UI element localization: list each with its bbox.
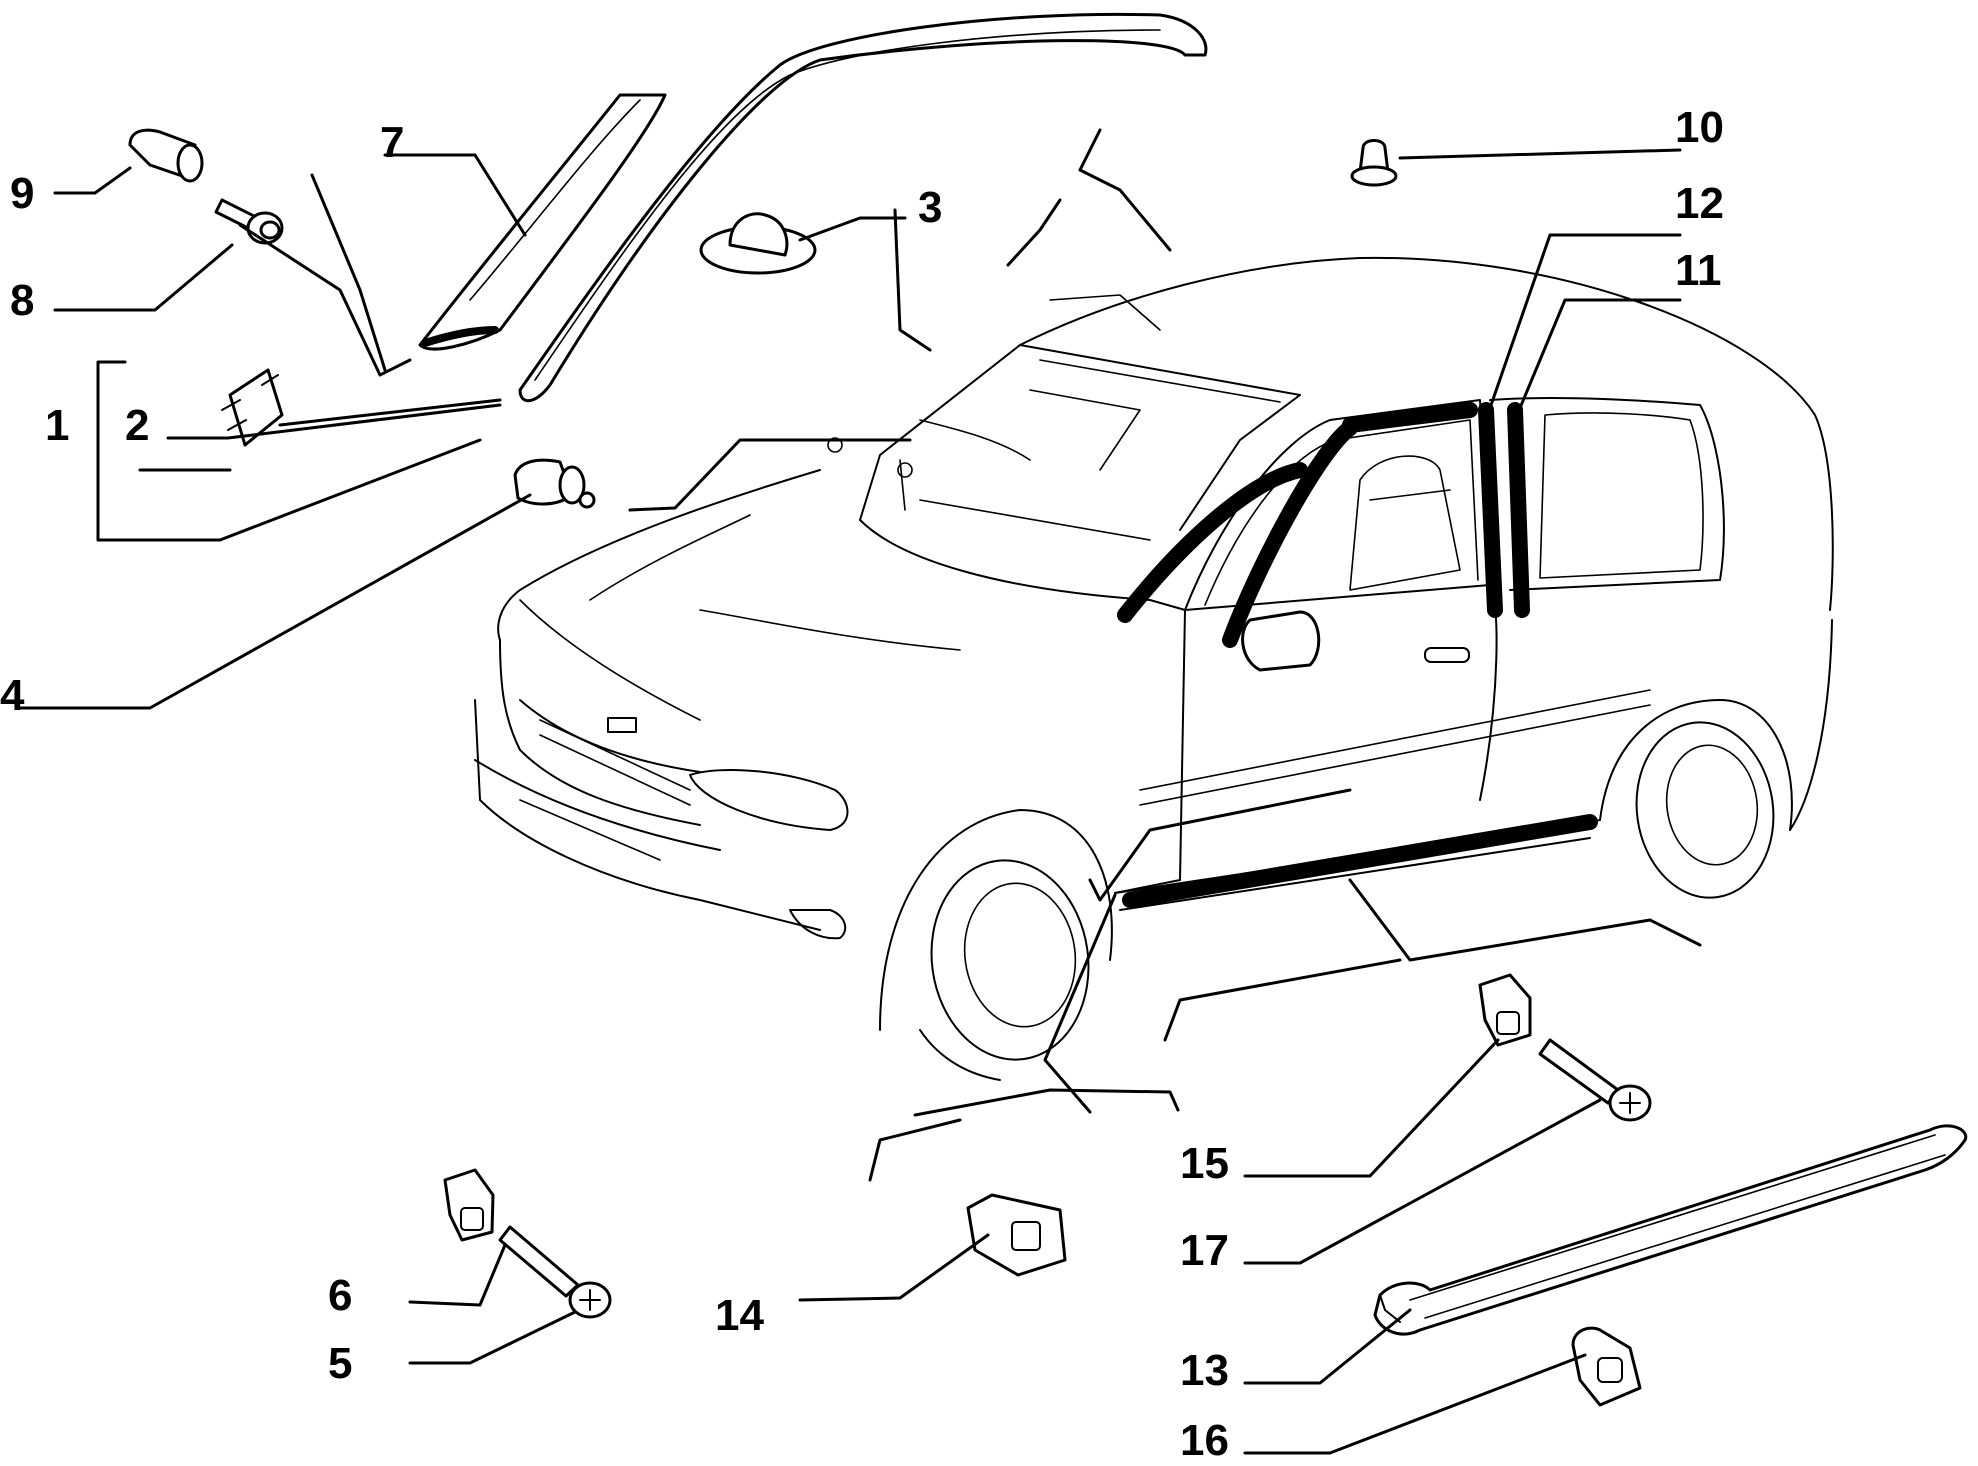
callout-17: 17 [1180,1226,1229,1275]
part-14-plug [966,1193,1067,1277]
part-17-screw [1538,1038,1620,1105]
callout-10: 10 [1675,103,1724,152]
part-7-trim [418,93,667,351]
roof-seal-part [518,12,1208,403]
callout-5: 5 [328,1339,352,1388]
b-pillar-seal-11 [1507,402,1530,618]
callout-4: 4 [0,671,25,720]
callout-13: 13 [1180,1346,1229,1395]
car-seals [1117,402,1598,908]
part-16-clip [1571,1326,1642,1407]
part-6-clip [443,1168,495,1242]
b-pillar-seal-12 [1478,402,1503,618]
car-illustration [474,256,1834,1081]
callout-labels: 9 8 7 2 1 4 3 10 12 11 15 17 13 16 14 6 … [0,103,1724,1465]
door-frame-seal [1222,420,1358,648]
callout-16: 16 [1180,1416,1229,1465]
callout-15: 15 [1180,1139,1229,1188]
callout-3: 3 [918,183,942,232]
roof-seal [1342,402,1478,433]
part-15-clip [1478,973,1532,1047]
sill-seal [1122,814,1598,908]
callout-1: 1 [45,401,69,450]
part-5-screw [498,1225,580,1298]
part-2-clip [228,368,284,447]
callout-9: 9 [10,169,34,218]
callout-7: 7 [380,118,404,167]
part-13-moulding [1373,1124,1968,1336]
a-pillar-seal [1117,462,1308,623]
parts [128,12,1968,1407]
callout-14: 14 [715,1291,764,1340]
callout-12: 12 [1675,179,1724,228]
callout-2: 2 [125,401,149,450]
callout-6: 6 [328,1271,352,1320]
leader-lines [18,128,1702,1455]
callout-8: 8 [10,276,34,325]
callout-11: 11 [1675,246,1722,295]
